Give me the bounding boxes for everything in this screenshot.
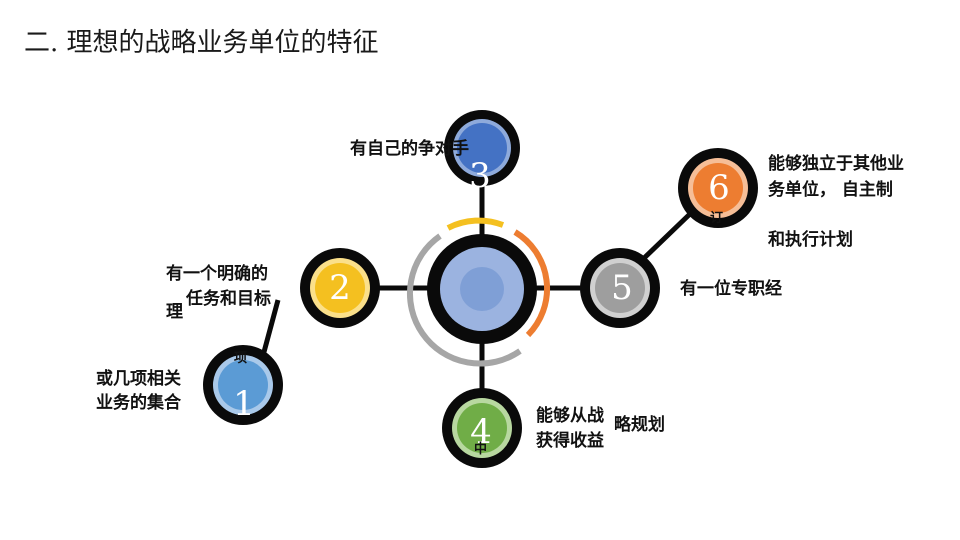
node-5-label: 有一位专职经 [680,279,782,299]
node-2-label-line1: 有一个明确的 [166,264,268,284]
node-1: 1 项 [203,345,283,425]
node-3-label: 有自己的争对手 [350,139,469,159]
node-2-number: 2 [329,268,351,308]
hub-arc-orange [513,229,551,338]
node-6-fragment: 订 [710,210,723,226]
node-3-number: 3 [469,156,491,196]
node-5: 5 [580,248,660,328]
hub-node [406,217,551,367]
node-2-label-line2: 任务和目标 [186,289,271,309]
connectors [261,182,694,396]
node-1-label-line1: 或几项相关 [96,369,181,389]
page-title: 二. 理想的战略业务单位的特征 [24,28,379,58]
node-4: 4 中 [442,388,522,468]
node-4-label-line1b: 略规划 [614,415,665,435]
node-5-number: 5 [611,268,633,308]
node-3: 3 [444,110,520,196]
node-1-fragment: 项 [234,351,247,366]
node-6-label-line3: 和执行计划 [768,230,853,250]
node-6: 6 订 [678,148,758,228]
node-4-fragment: 中 [474,441,487,457]
node-6-number: 6 [708,168,730,208]
node-6-label-line1: 能够独立于其他业 [768,154,904,174]
node-2-label-line3: 理 [166,302,183,322]
connector-2-1 [261,299,281,353]
node-4-label-line1: 能够从战 [536,406,604,426]
connector-5-6 [638,210,694,264]
node-4-label-line2: 获得收益 [536,431,604,451]
node-1-label-line2: 业务的集合 [96,393,181,413]
node-4-number: 4 [470,412,492,452]
node-2: 2 [300,248,380,328]
node-1-number: 1 [233,384,255,424]
hub-arc-gray [406,233,522,367]
node-6-label-line2: 务单位， 自主制 [768,180,893,200]
hub-arc-yellow [446,217,505,231]
